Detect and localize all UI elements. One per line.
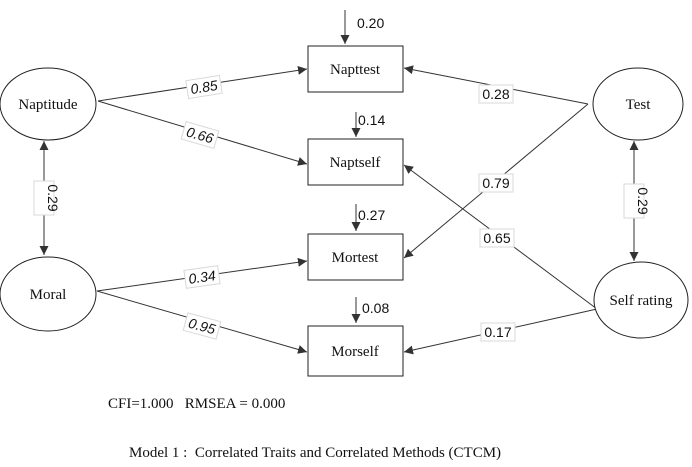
corr-label-naptitude-moral: 0.29 (33, 180, 61, 216)
latent-test-label: Test (626, 97, 652, 113)
figure-caption: Model 1 : Correlated Traits and Correlat… (129, 445, 501, 461)
observed-napttest: Napttest (307, 45, 404, 93)
latent-test: Test (592, 67, 684, 141)
latent-naptitude-label: Naptitude (18, 97, 77, 113)
observed-naptself: Naptself (307, 138, 404, 186)
observed-napttest-label: Napttest (330, 62, 381, 78)
coef-moral-mortest: 0.34 (183, 265, 221, 289)
coef-moral-morself: 0.95 (182, 312, 222, 340)
coef-test-napttest: 0.28 (478, 84, 514, 104)
latent-self-rating-label: Self rating (610, 293, 673, 309)
coef-selfrating-morself: 0.17 (480, 322, 516, 342)
observed-mortest: Mortest (307, 233, 404, 281)
error-label-naptself: 0.14 (358, 112, 385, 128)
coef-test-mortest-text: 0.79 (482, 175, 509, 191)
observed-morself-label: Morself (331, 344, 379, 360)
observed-mortest-label: Mortest (332, 250, 379, 266)
latent-self-rating: Self rating (593, 261, 689, 339)
coef-naptitude-napttest-text: 0.85 (189, 77, 219, 97)
latent-moral: Moral (0, 256, 97, 332)
coef-naptitude-naptself: 0.66 (180, 121, 220, 149)
coef-moral-mortest-text: 0.34 (187, 267, 216, 287)
observed-naptself-label: Naptself (330, 155, 381, 171)
coef-selfrating-naptself: 0.65 (479, 228, 515, 248)
coef-naptitude-naptself-text: 0.66 (185, 124, 216, 147)
latent-moral-label: Moral (30, 287, 67, 303)
coef-test-mortest: 0.79 (478, 173, 514, 193)
corr-label-naptitude-moral-text: 0.29 (45, 184, 61, 211)
observed-morself: Morself (307, 325, 404, 377)
fit-indices: CFI=1.000 RMSEA = 0.000 (108, 396, 285, 412)
coef-selfrating-naptself-text: 0.65 (483, 230, 510, 246)
coef-selfrating-morself-text: 0.17 (484, 324, 511, 340)
coef-naptitude-napttest: 0.85 (185, 74, 223, 100)
coef-test-napttest-text: 0.28 (482, 86, 509, 102)
error-label-napttest: 0.20 (357, 15, 384, 31)
latent-naptitude: Naptitude (0, 67, 97, 141)
corr-label-test-selfrating-text: 0.29 (635, 187, 651, 214)
corr-label-test-selfrating: 0.29 (623, 183, 651, 219)
coef-moral-morself-text: 0.95 (187, 315, 218, 338)
error-label-morself: 0.08 (362, 300, 389, 316)
error-label-mortest: 0.27 (358, 207, 385, 223)
